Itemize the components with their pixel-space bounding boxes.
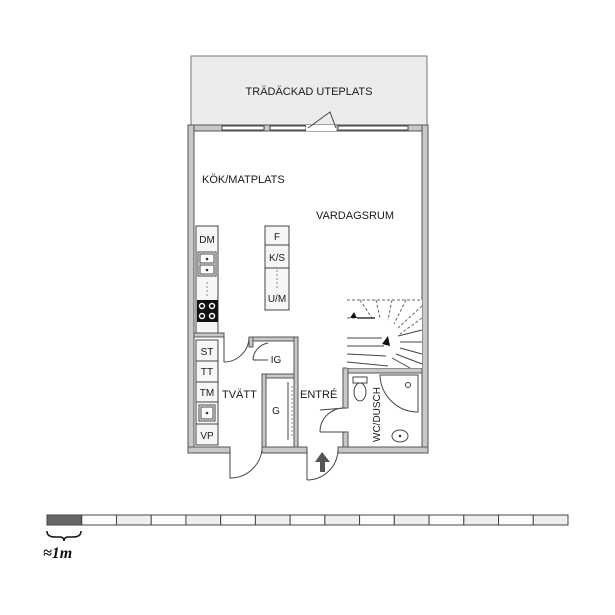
patio-deck bbox=[190, 55, 428, 127]
scale-segment bbox=[532, 514, 569, 526]
scale-segment bbox=[463, 514, 500, 526]
storage-g-label: G bbox=[272, 406, 280, 417]
laundry-units: ST TT TM VP bbox=[193, 332, 225, 446]
scale-segment bbox=[81, 514, 117, 526]
entry-label: ENTRÉ bbox=[300, 388, 337, 401]
tumble-dryer-label: TT bbox=[201, 367, 213, 378]
kitchen-label: KÖK/MATPLATS bbox=[202, 174, 285, 186]
scale-bar bbox=[46, 514, 569, 526]
patio-door bbox=[306, 111, 337, 131]
ig-door bbox=[252, 342, 269, 361]
stove-icon bbox=[197, 300, 218, 322]
scale-segment bbox=[498, 514, 534, 526]
storage-walls bbox=[248, 336, 299, 448]
staircase bbox=[346, 299, 423, 369]
laundry-door bbox=[223, 336, 250, 363]
scale-segment bbox=[393, 514, 430, 526]
bath-label: WC/DUSCH bbox=[372, 387, 383, 442]
living-room-label: VARDAGSRUM bbox=[316, 210, 394, 222]
storage-ig-label: IG bbox=[271, 355, 282, 366]
scale-segment bbox=[115, 514, 152, 526]
water-heater-label: VP bbox=[200, 431, 214, 442]
entrance-arrow-icon bbox=[315, 452, 330, 472]
windows-top bbox=[221, 125, 409, 131]
washing-machine-label: TM bbox=[200, 388, 214, 399]
fridge-freezer-label: K/S bbox=[269, 253, 285, 264]
patio-label: TRÄDÄCKAD UTEPLATS bbox=[246, 86, 373, 98]
fridge-label: F bbox=[274, 232, 280, 243]
kitchen-island: F K/S U/M bbox=[264, 225, 290, 311]
scale-segment bbox=[359, 514, 395, 526]
kitchen-counter: DM bbox=[195, 225, 219, 335]
drying-cabinet-label: ST bbox=[201, 347, 214, 358]
shower-icon bbox=[379, 374, 419, 413]
scale-brace-icon bbox=[46, 530, 82, 542]
scale-segment bbox=[185, 514, 222, 526]
scale-segment bbox=[324, 514, 361, 526]
scale-segment bbox=[46, 514, 83, 526]
scale-segment bbox=[289, 514, 326, 526]
toilet-icon bbox=[352, 376, 368, 402]
wardrobe-door bbox=[287, 382, 293, 440]
front-door bbox=[306, 449, 339, 481]
scale-segment bbox=[150, 514, 187, 526]
stair-arrow-icon bbox=[382, 336, 390, 346]
utility-sink-icon bbox=[198, 404, 216, 422]
scale-label: ≈1m bbox=[43, 545, 72, 562]
laundry-exterior-door bbox=[229, 449, 263, 479]
oven-microwave-label: U/M bbox=[268, 294, 286, 305]
bath-sink-icon bbox=[391, 429, 409, 443]
dishwasher-label: DM bbox=[199, 235, 215, 246]
scale-segment bbox=[428, 514, 465, 526]
laundry-label: TVÄTT bbox=[222, 389, 257, 401]
scale-segment bbox=[254, 514, 291, 526]
scale-segment bbox=[220, 514, 256, 526]
sink-icon bbox=[197, 251, 217, 277]
bath-door bbox=[319, 407, 346, 433]
